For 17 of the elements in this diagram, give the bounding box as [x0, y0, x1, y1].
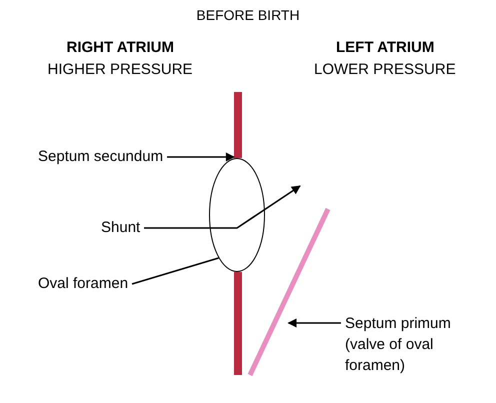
chamber-label: RIGHT ATRIUM [66, 38, 174, 57]
oval-foramen-outline [209, 158, 265, 272]
part-label: Septum secundum [38, 147, 164, 166]
part-label: Oval foramen [38, 274, 128, 293]
arrow [167, 152, 235, 162]
diagram-title: BEFORE BIRTH [195, 6, 301, 25]
septum-bar [246, 207, 332, 377]
arrow [210, 185, 301, 229]
leader-line [132, 257, 219, 285]
part-label: Septum primum (valve of oval foramen) [345, 313, 463, 376]
chamber-label: LEFT ATRIUM [336, 38, 434, 57]
pressure-label: HIGHER PRESSURE [48, 60, 193, 79]
arrow [288, 318, 341, 328]
connector-line [144, 227, 210, 229]
pressure-label: LOWER PRESSURE [314, 60, 456, 79]
part-label: Shunt [101, 218, 140, 237]
septum-bar [234, 92, 242, 375]
